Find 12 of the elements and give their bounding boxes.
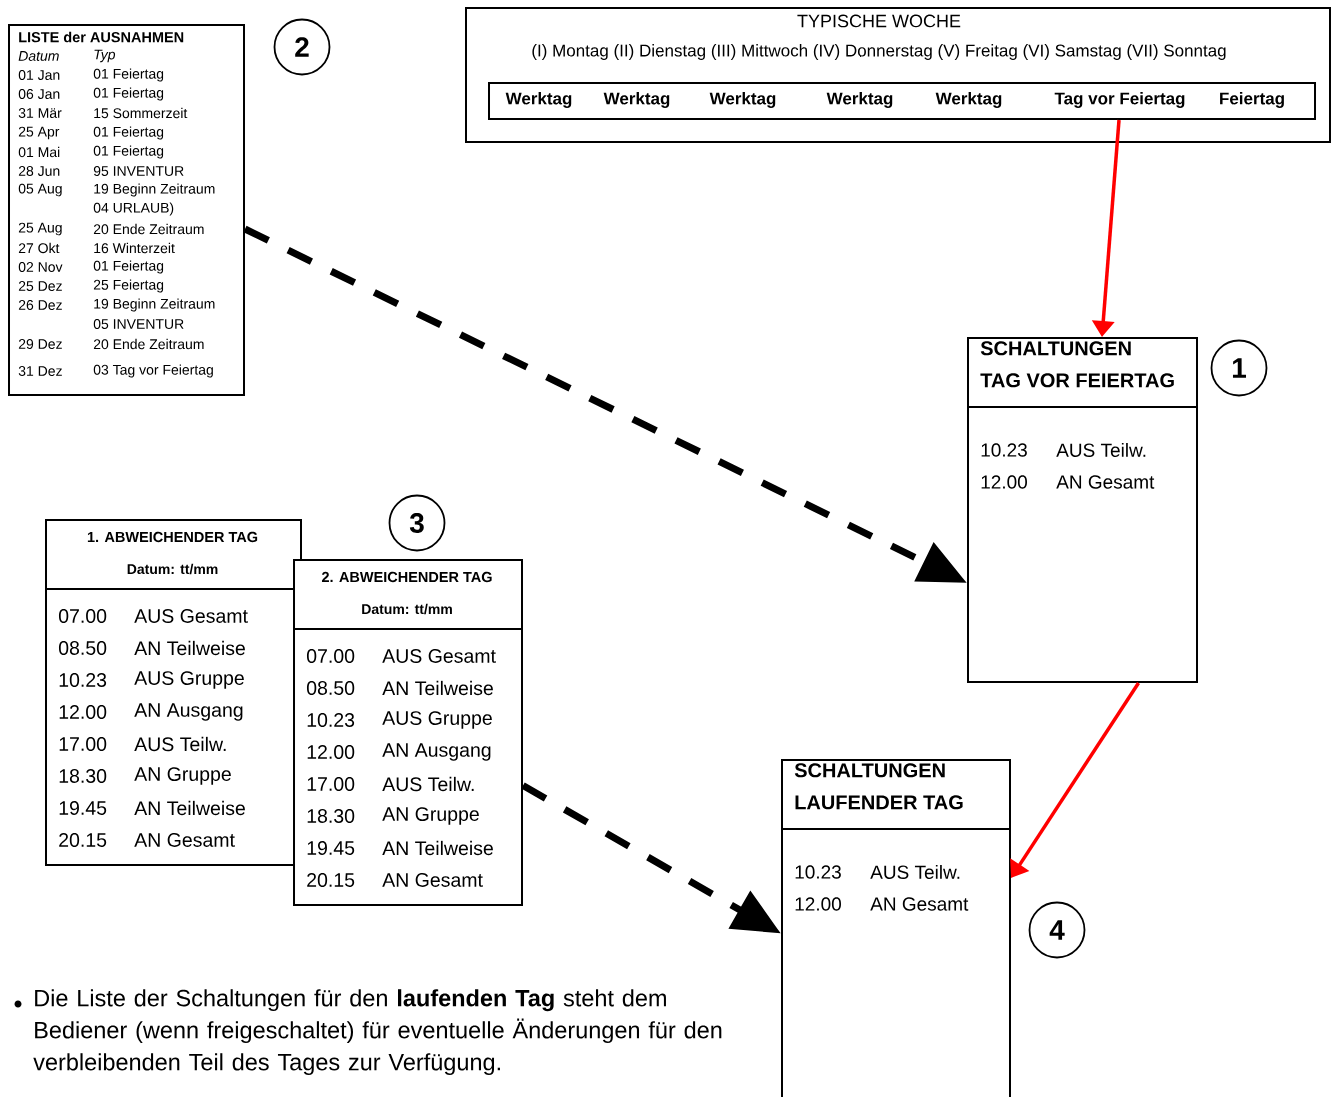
bullet-point: Die Liste der Schaltungen für den laufenden Tag steht dem Bediener (wenn freigeschaltet) für eventuelle Änderungen für den verbleibenden Teil des Tages zur Verfügung.: [14, 989, 722, 1076]
deviating-day-box: 1. ABWEICHENDER TAG Datum: tt/mm 07.00 AUS Gesamt 08.50 AN Teilweise 10.23 AUS Gruppe 12.00 AN Ausgang 17.00 AUS Teilw. 18.30 AN Gruppe 19.45 AN Teilweise 20.15 AN Gesamt: [44, 519, 302, 866]
circled-number: 3: [388, 494, 446, 552]
schedule-box: SCHALTUNGEN TAG VOR FEIERTAG 10.23 AUS Teilw. 12.00 AN Gesamt: [966, 337, 1198, 683]
deviating-day-box: 2. ABWEICHENDER TAG Datum: tt/mm 07.00 AUS Gesamt 08.50 AN Teilweise 10.23 AUS Gruppe 12.00 AN Ausgang 17.00 AUS Teilw. 18.30 AN Gruppe 19.45 AN Teilweise 20.15 AN Gesamt: [292, 559, 523, 906]
schedule-box: SCHALTUNGEN LAUFENDER TAG 10.23 AUS Teilw. 12.00 AN Gesamt: [780, 759, 1011, 1097]
circled-number: 2: [273, 18, 331, 76]
exception-list-box: LISTE der AUSNAHMEN Datum Typ 01 Jan 01 Feiertag 06 Jan 01 Feiertag 31 Mär 15 Sommerzeit 25 Apr 01 Feiertag 01 Mai 01 Feiertag 28 Jun 95 INVENTUR 05 Aug 19 Beginn Zeitraum 04 URLAUB) 25 Aug 20 Ende Zeitraum 27 Okt 16 Winterzeit 02 Nov 01 Feiertag 25 Dez 25 Feiertag 26 Dez 19 Beginn Zeitraum 05 INVENTUR 29 Dez 20 Ende Zeitraum 31 Dez 03 Tag vor Feiertag: [8, 24, 245, 396]
arrow: [1010, 682, 1140, 878]
day-type-bar: Werktag Werktag Werktag Werktag Werktag Tag vor Feiertag Feiertag: [488, 82, 1316, 120]
circled-number: 1: [1210, 339, 1268, 397]
circled-number: 4: [1028, 901, 1086, 959]
